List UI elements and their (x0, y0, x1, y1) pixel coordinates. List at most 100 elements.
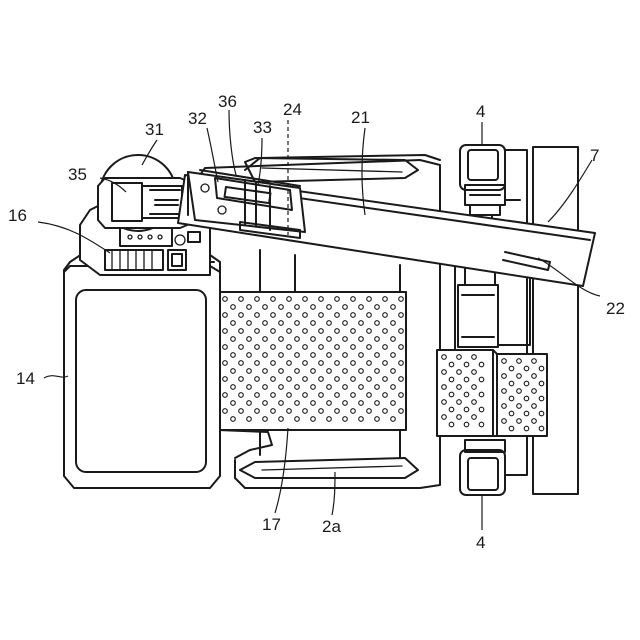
perforation-hole (279, 417, 284, 422)
perforation-hole (247, 305, 252, 310)
perforation-hole (359, 321, 364, 326)
label-36: 36 (218, 92, 237, 111)
perforation-hole (375, 337, 380, 342)
perforation-hole (457, 370, 462, 375)
perforation-hole (343, 305, 348, 310)
perforation-hole (375, 353, 380, 358)
perforation-hole (263, 305, 268, 310)
perforation-hole (231, 353, 236, 358)
perforation-hole (391, 321, 396, 326)
perforation-hole (335, 409, 340, 414)
perforation-hole (539, 396, 544, 401)
perforation-hole (532, 419, 537, 424)
perforation-hole (279, 305, 284, 310)
perforation-hole (391, 401, 396, 406)
perforation-hole (464, 362, 469, 367)
wheel-top (460, 145, 505, 222)
perforation-hole (399, 377, 404, 382)
perforation-hole (524, 381, 529, 386)
perforation-hole (359, 385, 364, 390)
perforation-hole (464, 407, 469, 412)
perforation-hole (303, 393, 308, 398)
perforation-hole (359, 369, 364, 374)
perforation-hole (375, 401, 380, 406)
perforation-hole (287, 313, 292, 318)
label-22: 22 (606, 299, 625, 318)
perforation-hole (391, 337, 396, 342)
perforation-hole (524, 366, 529, 371)
perforation-hole (539, 411, 544, 416)
perforation-hole (239, 377, 244, 382)
perforation-hole (271, 393, 276, 398)
perforation-hole (247, 417, 252, 422)
right-mechanism (458, 265, 498, 347)
perforation-hole (351, 329, 356, 334)
perforation-hole (255, 361, 260, 366)
perforation-hole (399, 297, 404, 302)
perforation-hole (263, 337, 268, 342)
perforation-hole (367, 361, 372, 366)
perforation-hole (287, 393, 292, 398)
perforation-hole (479, 392, 484, 397)
perforation-hole (271, 297, 276, 302)
perforation-hole (327, 401, 332, 406)
perforation-hole (239, 393, 244, 398)
perforation-hole (472, 400, 477, 405)
perforation-hole (449, 362, 454, 367)
perforation-hole (335, 361, 340, 366)
perforation-hole (319, 345, 324, 350)
perforation-hole (509, 411, 514, 416)
label-32: 32 (188, 109, 207, 128)
perforation-hole (319, 393, 324, 398)
perforation-hole (464, 422, 469, 427)
perforation-hole (442, 385, 447, 390)
perforation-hole (311, 305, 316, 310)
perforation-hole (375, 305, 380, 310)
perforation-hole (383, 409, 388, 414)
perforation-hole (231, 369, 236, 374)
perforation-hole (502, 389, 507, 394)
perforation-hole (539, 366, 544, 371)
perforation-hole (517, 389, 522, 394)
perforation-hole (279, 321, 284, 326)
perforation-hole (509, 381, 514, 386)
perforation-hole (231, 385, 236, 390)
perforation-hole (399, 361, 404, 366)
perforation-hole (343, 401, 348, 406)
perforation-hole (303, 329, 308, 334)
perforation-hole (359, 305, 364, 310)
perforation-hole (375, 369, 380, 374)
perforation-hole (502, 374, 507, 379)
label-35: 35 (68, 165, 87, 184)
perforation-hole (255, 409, 260, 414)
perforation-hole (343, 353, 348, 358)
perforation-hole (391, 369, 396, 374)
perforation-hole (517, 359, 522, 364)
perforation-hole (263, 417, 268, 422)
perforation-hole (231, 417, 236, 422)
perforation-hole (311, 321, 316, 326)
perforation-hole (271, 329, 276, 334)
perforation-hole (367, 297, 372, 302)
perforation-hole (255, 297, 260, 302)
perforation-hole (391, 385, 396, 390)
perforation-hole (367, 329, 372, 334)
perforation-hole (231, 321, 236, 326)
perforation-hole (223, 313, 228, 318)
perforation-hole (319, 377, 324, 382)
perforation-hole (247, 337, 252, 342)
perforation-hole (367, 377, 372, 382)
label-7: 7 (590, 146, 599, 165)
label-16: 16 (8, 206, 27, 225)
perforation-hole (327, 353, 332, 358)
perforation-hole (343, 337, 348, 342)
side-structure (490, 147, 578, 494)
perforation-hole (263, 385, 268, 390)
perforation-hole (539, 381, 544, 386)
perforation-hole (442, 400, 447, 405)
label-33: 33 (253, 118, 272, 137)
perforation-hole (303, 377, 308, 382)
label-17: 17 (262, 515, 281, 534)
perforation-hole (311, 417, 316, 422)
perforation-hole (359, 401, 364, 406)
